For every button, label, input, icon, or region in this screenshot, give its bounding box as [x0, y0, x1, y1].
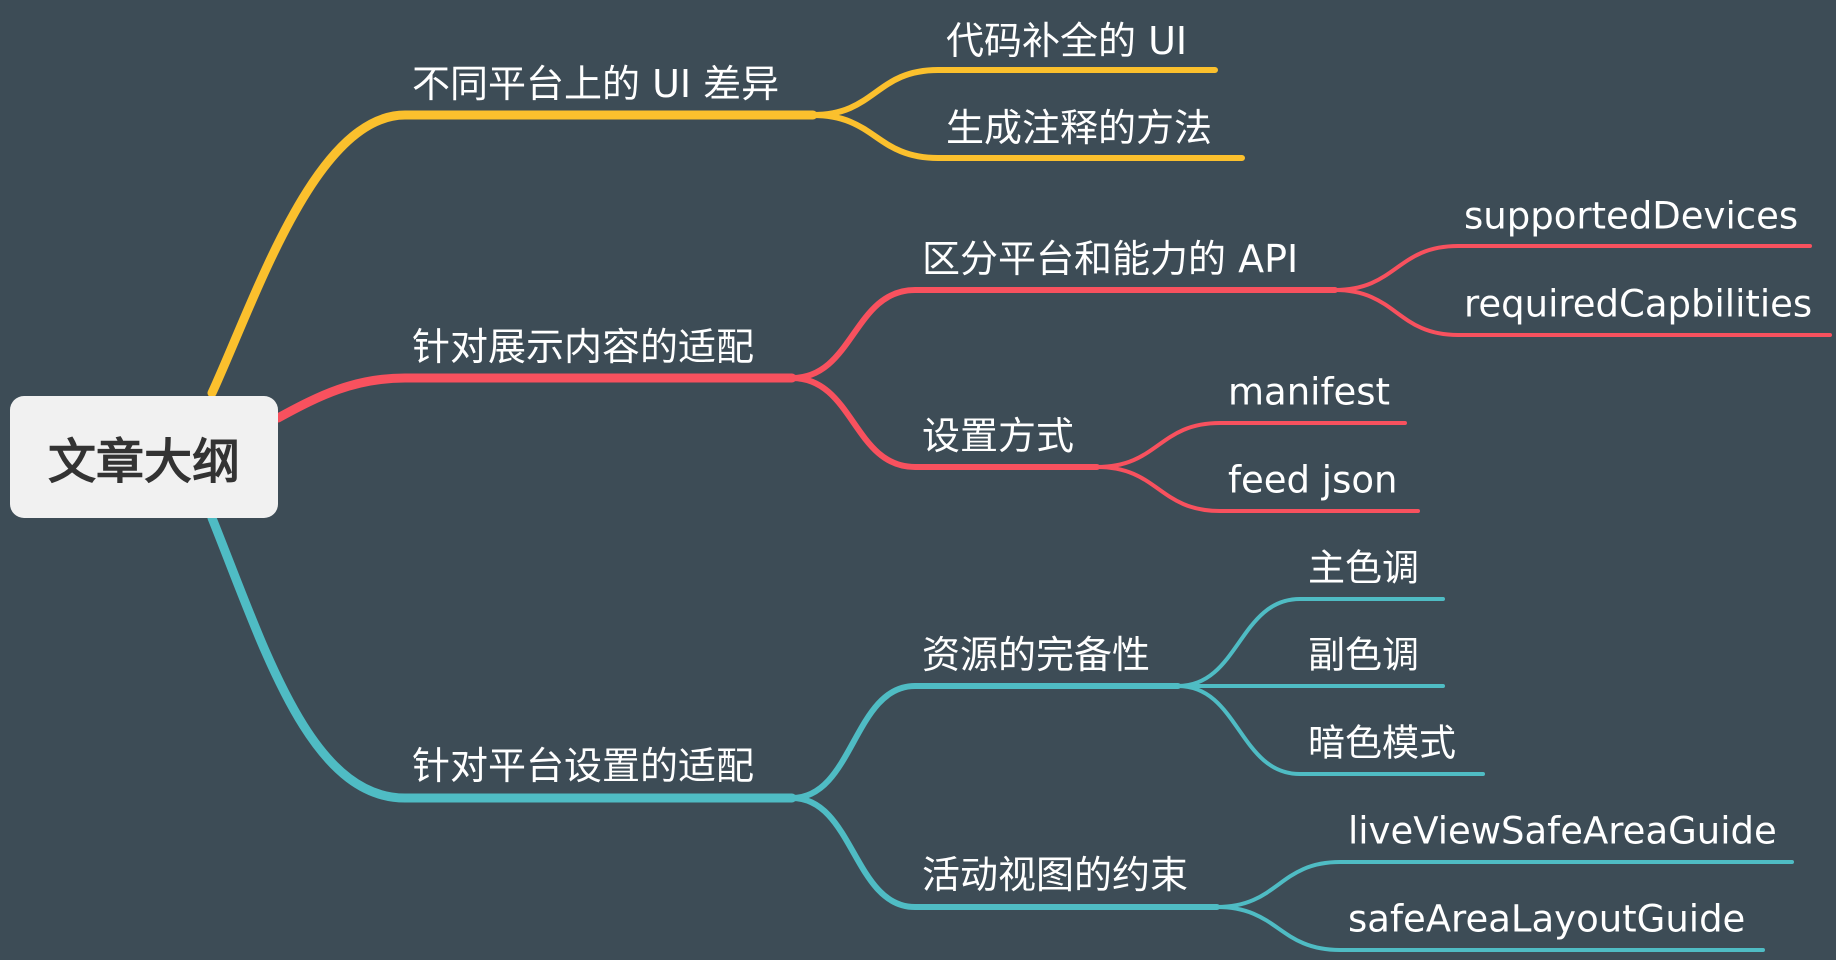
leaf-manifest[interactable]: manifest — [1228, 370, 1391, 414]
topic-platform-settings-adaptation[interactable]: 针对平台设置的适配 — [412, 744, 755, 788]
connector-primary-color — [1176, 597, 1445, 688]
topic-content-adaptation[interactable]: 针对展示内容的适配 — [412, 325, 755, 369]
subtopic-platform-capability-api[interactable]: 区分平台和能力的 API — [922, 237, 1299, 281]
leaf-feed-json[interactable]: feed json — [1228, 458, 1398, 502]
leaf-required-capabilities[interactable]: requiredCapbilities — [1464, 282, 1813, 326]
connector-comment-generation — [810, 112, 1245, 161]
connector-content-adaptation — [273, 373, 797, 423]
leaf-safe-area-layout-guide[interactable]: safeAreaLayoutGuide — [1348, 897, 1746, 941]
connector-platform-settings-adaptation — [207, 513, 797, 803]
connector-resource-completeness — [789, 683, 1181, 801]
connector-dark-mode — [1176, 684, 1485, 776]
connector-platform-capability-api — [789, 287, 1338, 381]
leaf-primary-color[interactable]: 主色调 — [1308, 546, 1419, 590]
connector-ui-differences — [207, 110, 818, 398]
connector-code-completion-ui — [810, 67, 1218, 118]
connector-live-view-constraints — [789, 795, 1220, 910]
connector-feed-json — [1095, 465, 1420, 513]
connector-manifest — [1095, 421, 1407, 469]
leaf-secondary-color[interactable]: 副色调 — [1308, 633, 1419, 677]
subtopic-comment-generation[interactable]: 生成注释的方法 — [946, 106, 1213, 150]
connector-live-view-safe-area-guide — [1215, 860, 1794, 909]
subtopic-resource-completeness[interactable]: 资源的完备性 — [922, 633, 1151, 677]
root-node[interactable]: 文章大纲 — [10, 396, 278, 518]
subtopic-configuration-method[interactable]: 设置方式 — [922, 414, 1075, 458]
leaf-live-view-safe-area-guide[interactable]: liveViewSafeAreaGuide — [1348, 809, 1777, 853]
connector-required-capabilities — [1333, 288, 1832, 337]
connector-supported-devices — [1333, 244, 1812, 292]
leaf-supported-devices[interactable]: supportedDevices — [1464, 194, 1799, 238]
subtopic-live-view-constraints[interactable]: 活动视图的约束 — [922, 853, 1189, 897]
connector-configuration-method — [789, 375, 1100, 470]
leaf-dark-mode[interactable]: 暗色模式 — [1308, 721, 1456, 765]
connector-safe-area-layout-guide — [1215, 905, 1765, 952]
topic-ui-differences[interactable]: 不同平台上的 UI 差异 — [412, 62, 780, 106]
subtopic-code-completion-ui[interactable]: 代码补全的 UI — [946, 19, 1188, 63]
